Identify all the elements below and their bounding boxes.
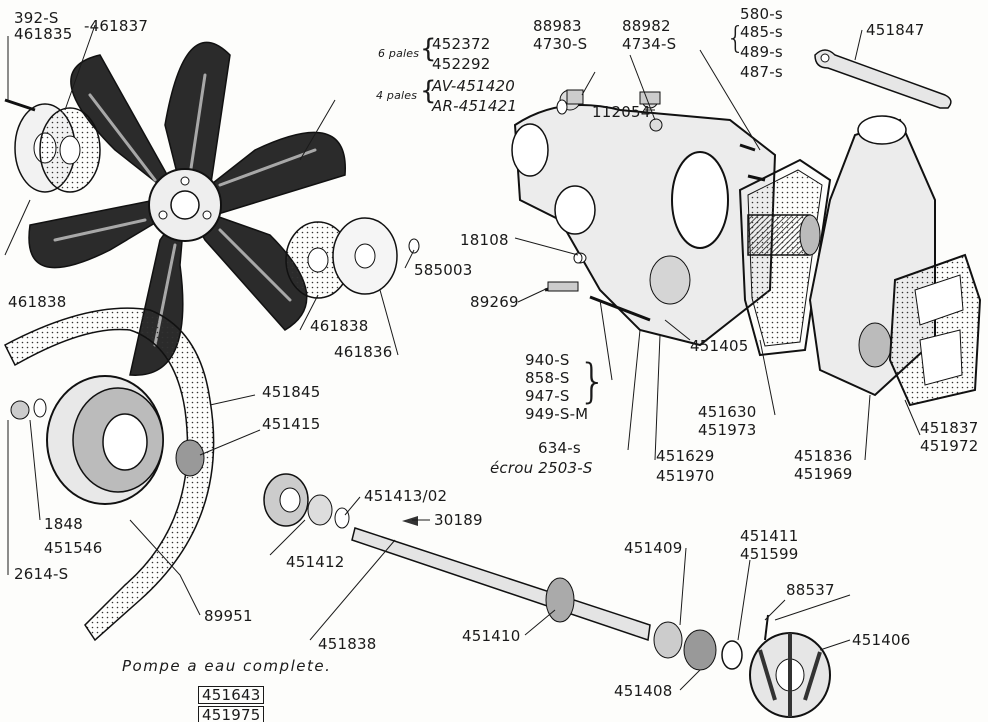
fan-drawing	[28, 41, 346, 376]
label-392-s: 392-S	[14, 9, 59, 27]
label-451599: 451599	[740, 545, 799, 563]
label-452372: 452372	[432, 35, 491, 53]
boxed-part-451975: 451975	[198, 706, 265, 722]
label-112054: 112054	[592, 103, 651, 121]
label-634-s: 634-s	[538, 439, 581, 457]
label-580-s: 580-s	[740, 5, 783, 23]
label-585003: 585003	[414, 261, 473, 279]
label-451409: 451409	[624, 539, 683, 557]
label-451845: 451845	[262, 383, 321, 401]
wrench-drawing	[814, 49, 952, 109]
pulley-drawing	[10, 375, 205, 505]
label-947-s: 947-S	[525, 387, 570, 405]
label-451969: 451969	[794, 465, 853, 483]
label-451836-right: 451836	[794, 447, 853, 465]
label-451847: 451847	[866, 21, 925, 39]
label-ar-451421: AR-451421	[432, 97, 518, 115]
label-4734-s: 4734-S	[622, 35, 677, 53]
gasket-drawing	[738, 158, 832, 357]
fittings-drawing	[547, 89, 663, 292]
label-451405: 451405	[690, 337, 749, 355]
label-461835: 461835	[14, 25, 73, 43]
label-89951: 89951	[204, 607, 253, 625]
label-940-s: 940-S	[525, 351, 570, 369]
brace-4-pales: {	[420, 76, 437, 106]
label-6-pales: 6 pales	[378, 47, 420, 60]
impeller-drawing	[749, 614, 831, 718]
label-av-451420: AV-451420	[432, 77, 515, 95]
shaft-drawing	[263, 473, 743, 671]
hub-plate-drawing	[4, 98, 101, 193]
brace-6-pales: {	[420, 34, 437, 64]
brace-940: }	[578, 354, 608, 408]
label-4730-s: 4730-S	[533, 35, 588, 53]
label-858-s: 858-S	[525, 369, 570, 387]
label-461838-left: 461838	[8, 293, 67, 311]
label-2614-s: 2614-S	[14, 565, 69, 583]
label-487-s: 487-s	[740, 63, 783, 81]
label-461836: 461836	[334, 343, 393, 361]
label-451837-right: 451837	[920, 419, 979, 437]
label-949-s-m: 949-S-M	[525, 405, 589, 423]
label-451546: 451546	[44, 539, 103, 557]
label-88537: 88537	[786, 581, 835, 599]
belt-drawing	[4, 307, 215, 642]
label-451629: 451629	[656, 447, 715, 465]
label-489-s: 489-s	[740, 43, 783, 61]
label-461838-mid: 461838	[310, 317, 369, 335]
label-18108: 18108	[460, 231, 509, 249]
label-89269: 89269	[470, 293, 519, 311]
spacer-washers-drawing	[285, 217, 420, 299]
label-452292: 452292	[432, 55, 491, 73]
label-451411: 451411	[740, 527, 799, 545]
boxed-part-451643: 451643	[198, 686, 265, 704]
label-485-s: 485-s	[740, 23, 783, 41]
label-451973: 451973	[698, 421, 757, 439]
label-451630: 451630	[698, 403, 757, 421]
label-451413-02: 451413/02	[364, 487, 448, 505]
label-451408: 451408	[614, 682, 673, 700]
caption-pompe-a-eau: Pompe a eau complete.	[122, 657, 332, 675]
label-451415: 451415	[262, 415, 321, 433]
label-88983: 88983	[533, 17, 582, 35]
label-461837-top: -461837	[84, 17, 149, 35]
label-88982: 88982	[622, 17, 671, 35]
leader-lines	[4, 24, 921, 691]
pump-body-drawing	[511, 89, 777, 347]
label-ecrou-2503-s: écrou 2503-S	[490, 459, 593, 477]
label-451410: 451410	[462, 627, 521, 645]
label-451838-bottom: 451838	[318, 635, 377, 653]
label-451412: 451412	[286, 553, 345, 571]
spigot-drawing	[747, 214, 821, 256]
label-451406: 451406	[852, 631, 911, 649]
label-1848: 1848	[44, 515, 83, 533]
label-4-pales: 4 pales	[376, 89, 418, 102]
cover-gasket-drawing	[888, 253, 982, 407]
label-451970: 451970	[656, 467, 715, 485]
label-30189: 30189	[434, 511, 483, 529]
brace-580: {	[726, 21, 746, 56]
label-451972: 451972	[920, 437, 979, 455]
